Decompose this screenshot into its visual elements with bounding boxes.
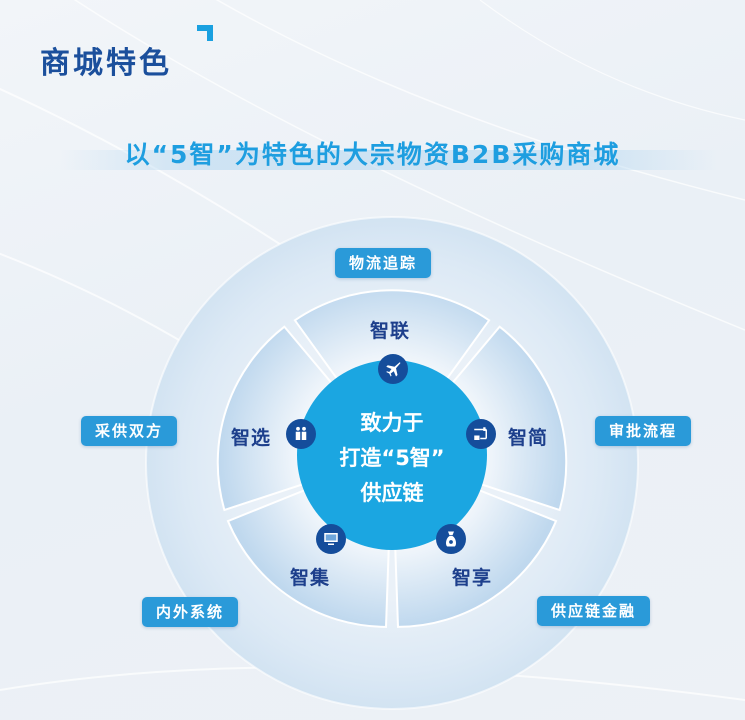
segment-label-zhiji: 智集 xyxy=(290,567,331,589)
segment-label-zhixuan: 智选 xyxy=(231,427,272,449)
center-line-3: 供应链 xyxy=(360,481,424,505)
page-title: 商城特色 xyxy=(40,46,172,81)
corner-accent-icon xyxy=(197,25,213,41)
center-line-2: 打造“5智” xyxy=(339,446,445,470)
tag-approval-process: 审批流程 xyxy=(595,416,692,446)
monitor-icon xyxy=(316,524,346,554)
page-subtitle: 以“5智”为特色的大宗物资B2B采购商城 xyxy=(124,140,621,169)
tag-internal-external-systems: 内外系统 xyxy=(142,597,239,627)
workflow-icon xyxy=(466,419,496,449)
subtitle-highlight xyxy=(60,150,720,170)
tag-logistics-tracking: 物流追踪 xyxy=(335,248,432,278)
center-circle xyxy=(297,360,487,550)
center-line-1: 致力于 xyxy=(360,411,424,435)
segment-label-zhixiang: 智享 xyxy=(452,567,493,589)
people-icon xyxy=(286,419,316,449)
tag-buyer-supplier: 采供双方 xyxy=(81,416,178,446)
airplane-icon xyxy=(378,354,408,384)
segment-label-zhilian: 智联 xyxy=(370,320,411,342)
center-slogan: 致力于 打造“5智” 供应链 xyxy=(300,406,484,511)
segment-label-zhijian: 智简 xyxy=(508,427,549,449)
money-bag-icon xyxy=(436,524,466,554)
tag-supply-chain-finance: 供应链金融 xyxy=(537,596,651,626)
